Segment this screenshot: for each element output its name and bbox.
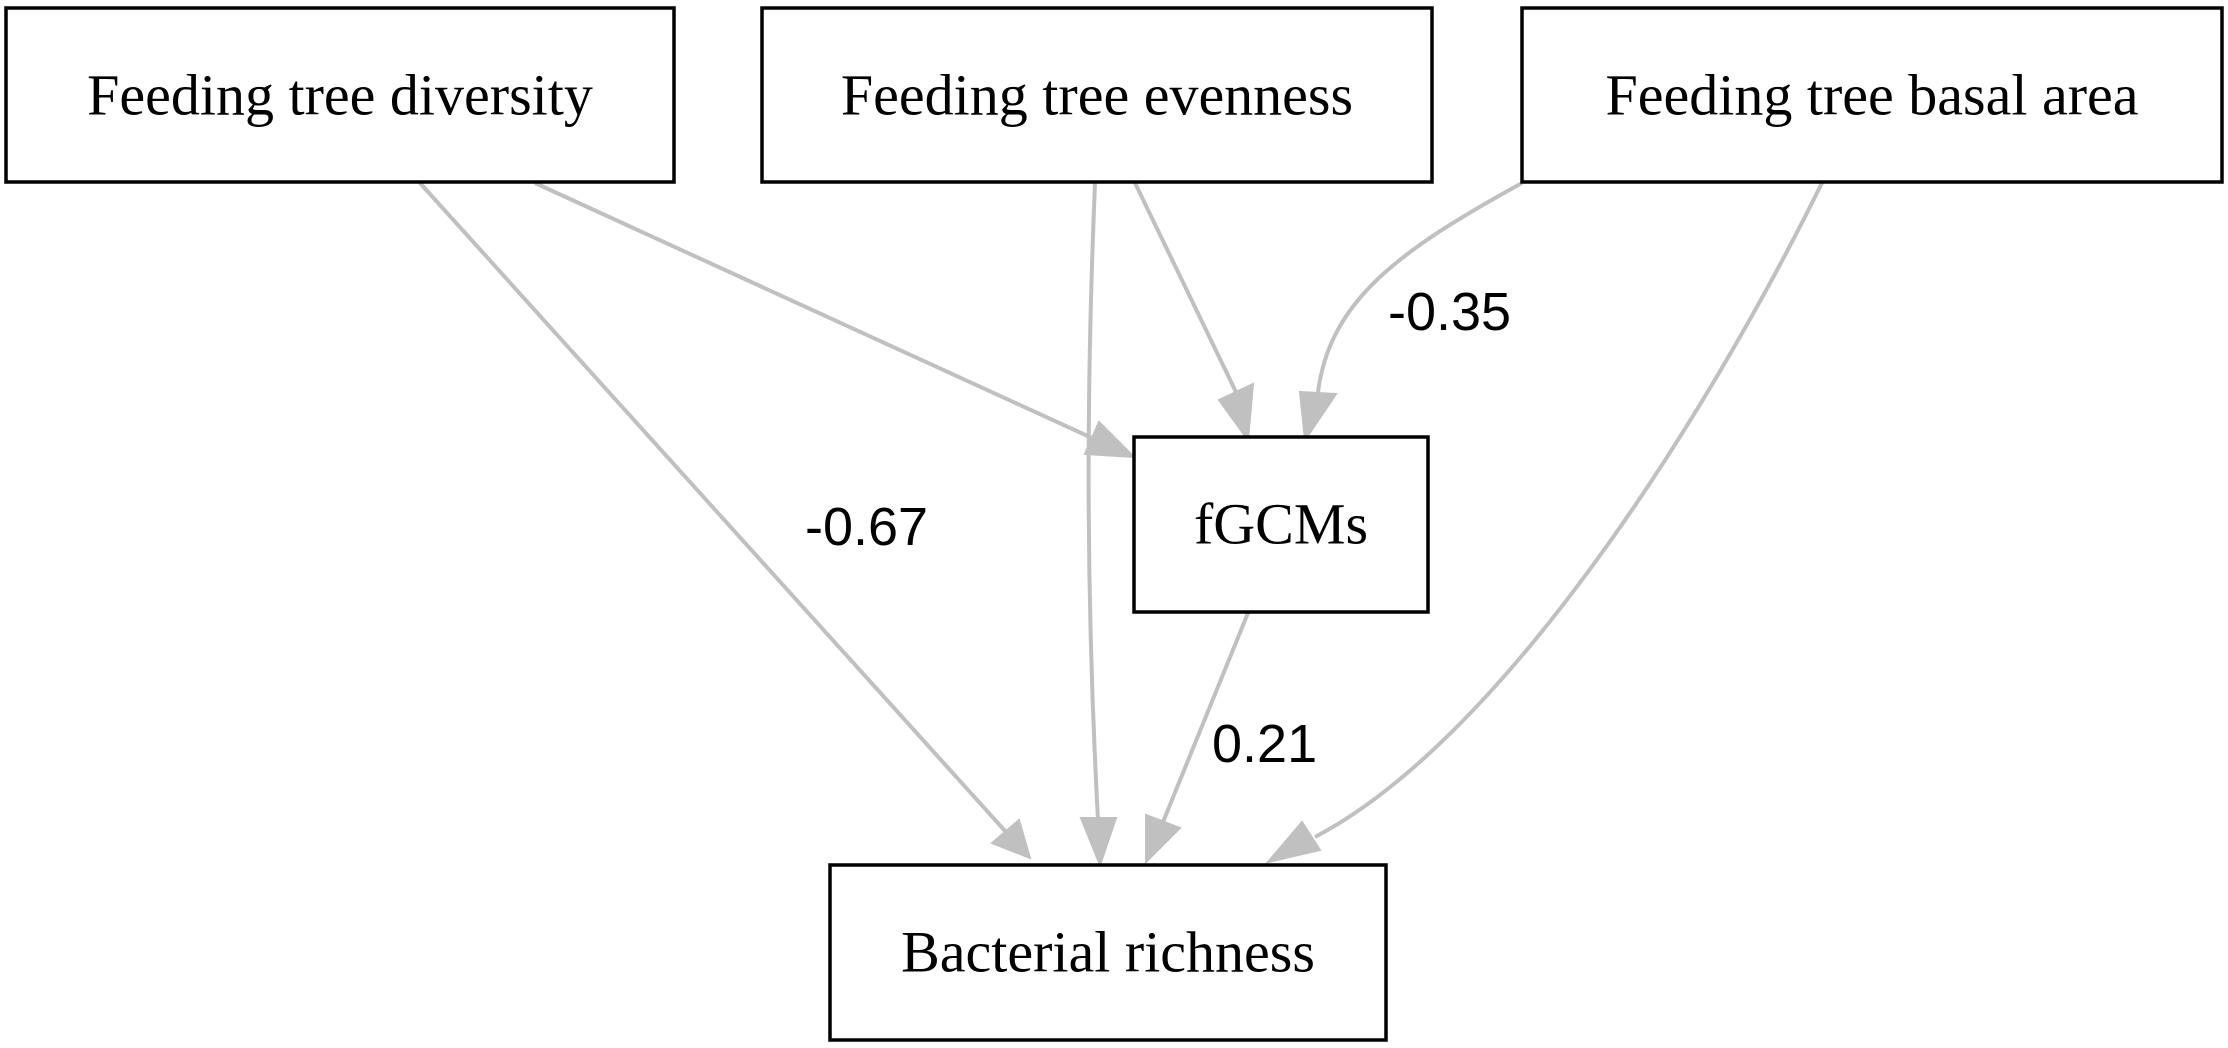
arrowhead-icon [1298,390,1338,443]
edge-basal-to-fgcms: -0.35 [1298,181,1523,443]
node-feeding-tree-evenness: Feeding tree evenness [760,6,1434,184]
nodes: Feeding tree diversity Feeding tree even… [4,6,2224,1042]
edge-label-fgcms-richness: 0.21 [1212,714,1317,774]
edge-fgcms-to-richness: 0.21 [1145,612,1317,865]
node-label: Feeding tree basal area [1606,63,2139,128]
arrowhead-icon [1079,817,1118,868]
arrowhead-icon [1217,382,1255,443]
edge-evenness-to-richness [1079,182,1118,868]
arrowhead-icon [1145,813,1182,865]
edge-diversity-to-richness: -0.67 [418,181,1032,860]
node-label: Feeding tree evenness [841,63,1353,128]
edge-basal-to-richness [1265,182,1824,864]
node-feeding-tree-diversity: Feeding tree diversity [4,6,676,184]
node-label: Bacterial richness [901,920,1315,985]
edge-label-diversity-richness: -0.67 [805,497,928,557]
node-label: Feeding tree diversity [87,63,593,128]
node-fgcms: fGCMs [1132,435,1430,614]
edge-diversity-to-fgcms [534,181,1137,459]
edge-label-basal-fgcms: -0.35 [1388,282,1511,342]
edges: -0.67 -0.35 0.21 [418,181,1824,868]
node-bacterial-richness: Bacterial richness [828,863,1388,1042]
arrowhead-icon [1265,820,1322,864]
arrowhead-icon [990,818,1032,860]
arrowhead-icon [1083,420,1137,459]
node-label: fGCMs [1194,492,1368,557]
edge-evenness-to-fgcms [1133,182,1255,443]
node-feeding-tree-basal-area: Feeding tree basal area [1520,6,2224,184]
